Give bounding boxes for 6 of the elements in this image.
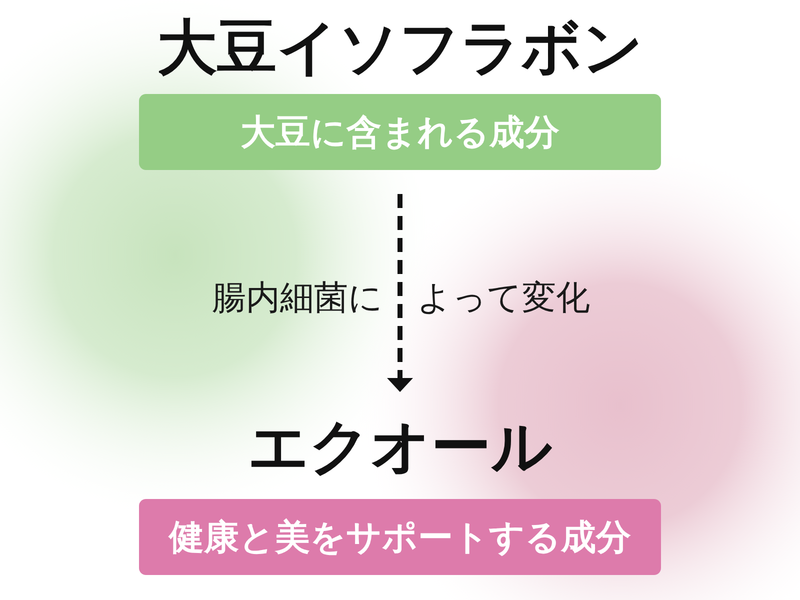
dashed-arrow (388, 194, 412, 392)
heading: 大豆イソフラボン (156, 15, 644, 81)
label-box: 大豆に含まれる成分 (139, 94, 661, 170)
edge-label: 腸内細菌によって変化 (212, 278, 590, 318)
label-box: 健康と美をサポートする成分 (139, 499, 661, 575)
heading: エクオール (247, 414, 553, 480)
